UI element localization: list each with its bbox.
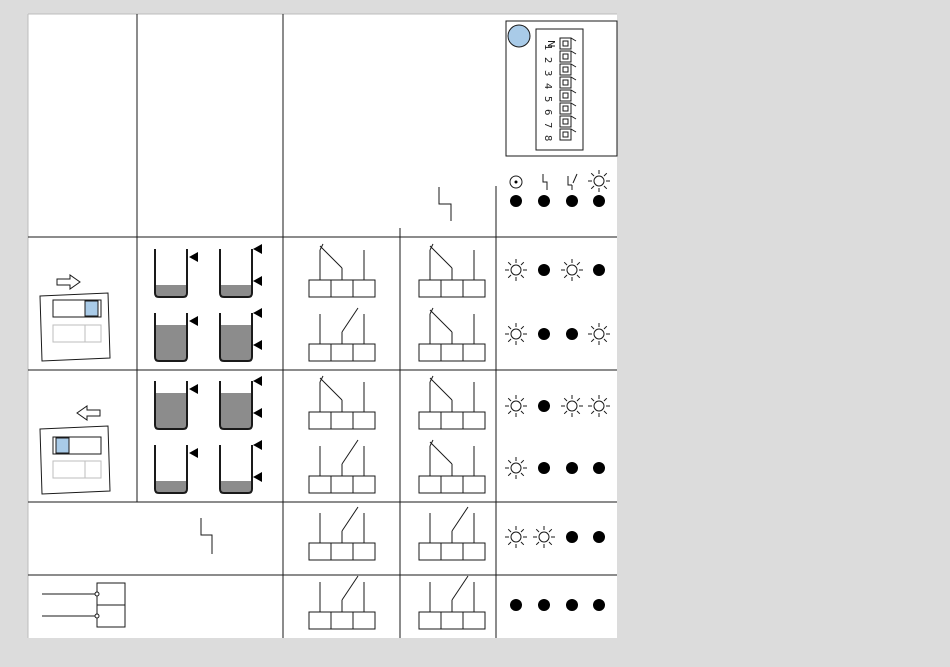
pin-terminal [560, 129, 571, 140]
numbered-badge [508, 25, 530, 47]
switch-knob[interactable] [85, 301, 98, 316]
led-off-icon [566, 462, 578, 474]
led-off-icon [593, 531, 605, 543]
led-off-icon [566, 328, 578, 340]
connector-pin-label: 4 [542, 83, 553, 89]
tank-liquid [155, 285, 187, 297]
led-on-icon [505, 457, 527, 479]
led-on-icon [505, 395, 527, 417]
led-off-icon [538, 195, 550, 207]
connector-pin-label: 7 [542, 122, 553, 128]
pin-terminal [560, 64, 571, 75]
led-on-icon [533, 526, 555, 548]
led-off-icon [593, 195, 605, 207]
led-off-icon [538, 328, 550, 340]
led-on-icon [505, 323, 527, 345]
led-on-icon [588, 395, 610, 417]
led-on-icon [505, 526, 527, 548]
led-off-icon [566, 531, 578, 543]
led-on-icon [561, 259, 583, 281]
led-off-icon [510, 195, 522, 207]
led-off-icon [510, 599, 522, 611]
tank-liquid [220, 393, 252, 429]
led-on-icon [505, 259, 527, 281]
pin-terminal [560, 51, 571, 62]
led-off-icon [593, 599, 605, 611]
led-on-icon [588, 323, 610, 345]
connector-pin-label: 6 [542, 109, 553, 115]
led-on-icon [588, 170, 610, 192]
connector-pin-label: 5 [542, 96, 553, 102]
tank-liquid [220, 285, 252, 297]
led-off-icon [538, 400, 550, 412]
tank-liquid [155, 325, 187, 361]
pin-terminal [560, 38, 571, 49]
pin-terminal [560, 90, 571, 101]
pin-terminal [560, 116, 571, 127]
led-off-icon [566, 195, 578, 207]
connector-pin-label: 2 [542, 57, 553, 63]
led-on-icon [588, 170, 610, 192]
led-on-icon [561, 395, 583, 417]
tank-liquid [155, 481, 187, 493]
led-off-icon [566, 599, 578, 611]
led-off-icon [538, 462, 550, 474]
pin-terminal [560, 77, 571, 88]
pin-terminal [560, 103, 571, 114]
connector-pin-label: 3 [542, 70, 553, 76]
led-off-icon [538, 264, 550, 276]
led-off-icon [593, 462, 605, 474]
tank-liquid [220, 481, 252, 493]
tank-liquid [220, 325, 252, 361]
led-off-icon [538, 599, 550, 611]
connector-pin-label: 1 [542, 44, 553, 50]
tank-liquid [155, 393, 187, 429]
led-off-icon [593, 264, 605, 276]
connector-pin-label: 8 [542, 135, 553, 141]
switch-knob[interactable] [56, 438, 69, 453]
